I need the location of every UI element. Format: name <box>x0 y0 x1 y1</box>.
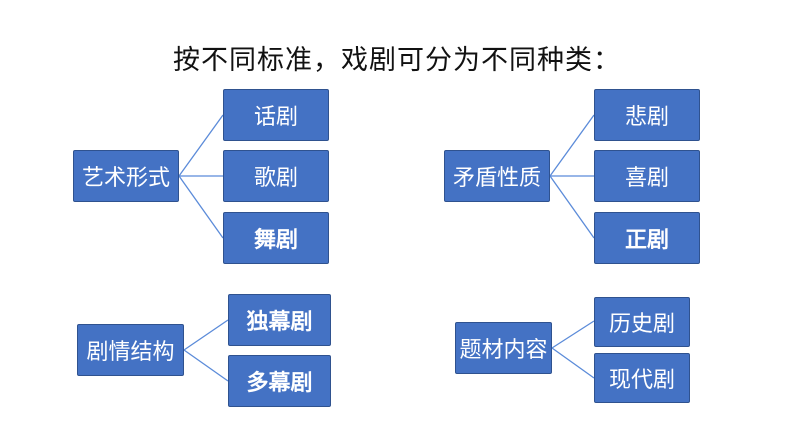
child-node: 独幕剧 <box>228 294 331 346</box>
connector-line <box>178 175 224 239</box>
child-node: 历史剧 <box>594 297 690 347</box>
child-node: 悲剧 <box>594 89 700 141</box>
child-node: 舞剧 <box>223 212 329 264</box>
child-node: 现代剧 <box>594 353 690 403</box>
root-node-conflict-nature: 矛盾性质 <box>444 150 550 202</box>
connector-line <box>183 319 229 351</box>
connector-line <box>178 114 224 177</box>
connector-line <box>549 175 595 239</box>
root-node-art-form: 艺术形式 <box>73 150 179 202</box>
child-node: 歌剧 <box>223 150 329 202</box>
root-node-plot-structure: 剧情结构 <box>77 324 184 376</box>
child-node: 喜剧 <box>594 150 700 202</box>
child-node: 话剧 <box>223 89 329 141</box>
page-title: 按不同标准，戏剧可分为不同种类： <box>173 45 621 76</box>
child-node: 多幕剧 <box>228 355 331 407</box>
connector-line <box>183 349 229 382</box>
root-node-subject-content: 题材内容 <box>455 322 552 374</box>
child-node: 正剧 <box>594 212 700 264</box>
connector-line <box>551 347 595 379</box>
connector-line <box>549 114 595 177</box>
connector-line <box>551 320 595 349</box>
